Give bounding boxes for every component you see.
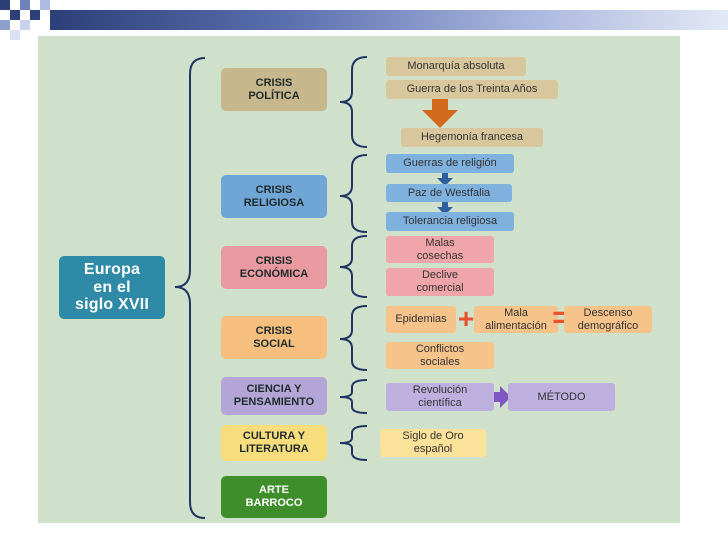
item-epidemias: Epidemias bbox=[386, 306, 456, 333]
decor-bar bbox=[50, 10, 728, 30]
item-metodo: MÉTODO bbox=[508, 383, 615, 411]
arrow-right-purple bbox=[488, 386, 511, 408]
item-mala-alimentacion: Mala alimentación bbox=[474, 306, 558, 333]
item-descenso-demografico: Descenso demográfico bbox=[564, 306, 652, 333]
main-bracket bbox=[174, 57, 206, 519]
decor-square bbox=[10, 30, 20, 40]
bracket-ciencia bbox=[339, 379, 368, 414]
decor-square bbox=[30, 10, 40, 20]
decor-square bbox=[0, 0, 10, 10]
decor-square bbox=[10, 10, 20, 20]
item-tolerancia-religiosa: Tolerancia religiosa bbox=[386, 212, 514, 231]
category-ciencia-pensamiento: CIENCIA Y PENSAMIENTO bbox=[221, 377, 327, 415]
category-crisis-economica: CRISIS ECONÓMICA bbox=[221, 246, 327, 289]
category-crisis-religiosa: CRISIS RELIGIOSA bbox=[221, 175, 327, 218]
decor-square bbox=[20, 20, 30, 30]
item-monarquia-absoluta: Monarquía absoluta bbox=[386, 57, 526, 76]
category-cultura-literatura: CULTURA Y LITERATURA bbox=[221, 425, 327, 461]
decor-square bbox=[40, 0, 50, 10]
category-crisis-politica: CRISIS POLÍTICA bbox=[221, 68, 327, 111]
bracket-cultura bbox=[339, 425, 368, 461]
main-topic-box: Europa en el siglo XVII bbox=[59, 256, 165, 319]
bracket-politica bbox=[339, 56, 368, 148]
item-hegemonia-francesa: Hegemonía francesa bbox=[401, 128, 543, 147]
category-crisis-social: CRISIS SOCIAL bbox=[221, 316, 327, 359]
arrow-down-blue bbox=[437, 201, 453, 215]
arrow-down-orange bbox=[422, 98, 458, 128]
decor-square bbox=[20, 0, 30, 10]
item-guerra-treinta-anos: Guerra de los Treinta Años bbox=[386, 80, 558, 99]
item-siglo-de-oro: Siglo de Oro español bbox=[380, 429, 486, 457]
item-declive-comercial: Declive comercial bbox=[386, 268, 494, 296]
plus-symbol: + bbox=[457, 302, 475, 334]
item-revolucion-cientifica: Revolución científica bbox=[386, 383, 494, 411]
bracket-social bbox=[339, 305, 368, 371]
item-malas-cosechas: Malas cosechas bbox=[386, 236, 494, 263]
category-arte-barroco: ARTE BARROCO bbox=[221, 476, 327, 518]
arrow-down-blue bbox=[437, 172, 453, 186]
item-paz-westfalia: Paz de Westfalia bbox=[386, 184, 512, 202]
item-conflictos-sociales: Conflictos sociales bbox=[386, 342, 494, 369]
item-guerras-religion: Guerras de religión bbox=[386, 154, 514, 173]
bracket-economica bbox=[339, 235, 368, 298]
bracket-religiosa bbox=[339, 154, 368, 233]
decor-square bbox=[0, 20, 10, 30]
